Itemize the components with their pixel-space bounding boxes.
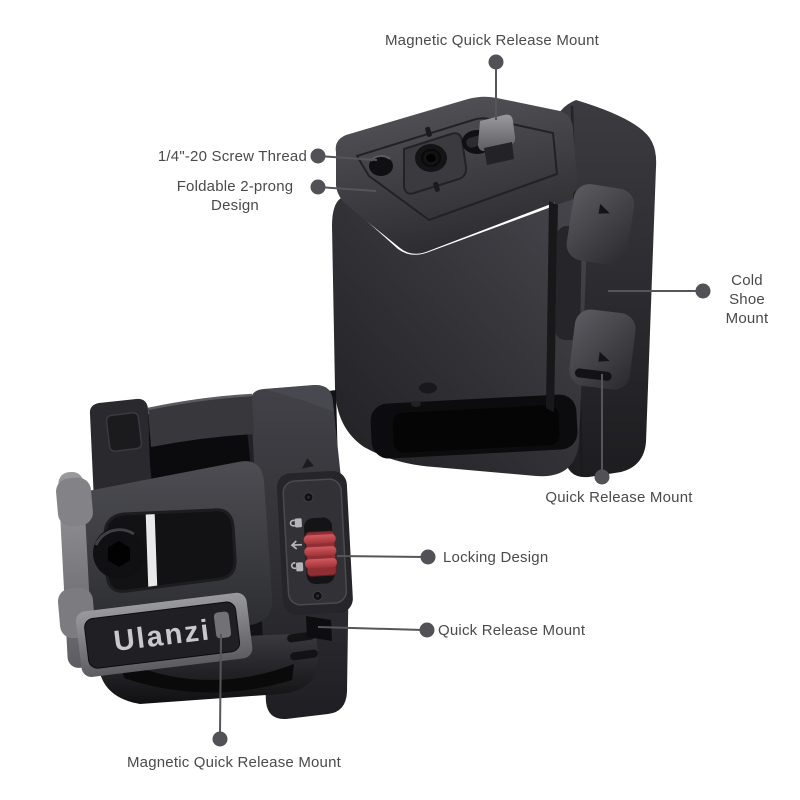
leader-dot-locking xyxy=(420,549,436,565)
label-foldable-line1: Foldable 2-prong xyxy=(176,178,294,195)
lock-panel-group xyxy=(276,458,353,616)
label-foldable-design: Foldable 2-prong Design xyxy=(164,177,306,215)
leader-lines xyxy=(219,68,700,734)
leader-dot-cold-shoe xyxy=(695,283,711,299)
leader-line-foldable xyxy=(317,186,377,192)
quick-release-slot xyxy=(306,616,332,641)
label-magnetic-quick-release-top: Magnetic Quick Release Mount xyxy=(384,32,600,49)
lock-switch[interactable] xyxy=(303,530,337,577)
left-hook-top xyxy=(56,477,93,527)
leader-dot-quick-release-lower xyxy=(419,622,435,638)
rear-view-product xyxy=(332,96,657,478)
label-foldable-line2: Design xyxy=(211,197,259,214)
lock-closed-icon xyxy=(289,518,302,528)
release-tab xyxy=(213,611,232,639)
release-clip xyxy=(478,114,516,152)
label-cold-shoe-line2: Mount xyxy=(725,310,769,327)
bottom-cavity xyxy=(370,394,578,459)
body-knob xyxy=(419,382,437,394)
leader-dot-foldable xyxy=(310,179,326,195)
body-screw xyxy=(411,401,421,407)
arrow-icon xyxy=(290,540,303,550)
label-magnetic-quick-release-bottom: Magnetic Quick Release Mount xyxy=(126,754,342,771)
cold-shoe-flange-top xyxy=(566,184,635,266)
leader-dot-magnetic-top xyxy=(488,54,504,70)
prong-hole-left xyxy=(369,156,393,176)
leader-line-locking xyxy=(336,555,425,558)
top-bar xyxy=(148,395,254,447)
label-screw-thread: 1/4"-20 Screw Thread xyxy=(157,148,307,165)
label-cold-shoe-line1: Cold Shoe xyxy=(729,272,765,308)
brand-plate-group: Ulanzi xyxy=(75,592,253,677)
brand-plate xyxy=(84,601,241,669)
label-quick-release-lower: Quick Release Mount xyxy=(438,622,586,639)
front-view-product: Ulanzi xyxy=(56,384,353,720)
label-cold-shoe-mount: Cold Shoe Mount xyxy=(721,271,774,328)
leader-line-quick-release-lower xyxy=(317,626,424,631)
leader-dot-quick-release-right xyxy=(594,469,610,485)
lock-open-icon xyxy=(290,562,304,572)
label-quick-release-right: Quick Release Mount xyxy=(545,489,693,506)
leader-line-magnetic-bottom xyxy=(219,633,222,734)
label-locking-design: Locking Design xyxy=(443,549,549,566)
leader-line-screw-thread xyxy=(317,155,378,161)
light-gap xyxy=(145,505,158,597)
leader-dot-screw-thread xyxy=(310,148,326,164)
leader-dots xyxy=(212,54,711,747)
leader-dot-magnetic-bottom xyxy=(212,731,228,747)
